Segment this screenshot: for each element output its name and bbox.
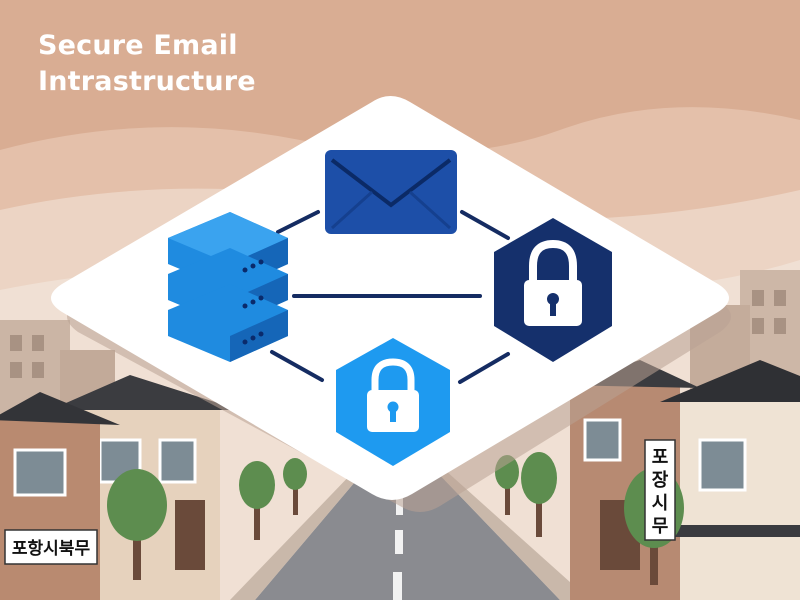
- title-line-1: Secure Email: [38, 30, 238, 61]
- sidewalk-left: [230, 470, 365, 600]
- title-line-2: Intrastructure: [38, 66, 256, 97]
- sign-left-text: 포항시북무: [12, 538, 91, 559]
- sidewalk-right: [435, 470, 590, 600]
- right-house-front: [660, 360, 800, 600]
- sign-left: 포항시북무: [4, 529, 98, 565]
- page-title: Secure Email Intrastructure: [38, 28, 358, 100]
- sign-right: 포 장 시 무: [644, 439, 676, 541]
- server-stack-icon: [168, 212, 288, 362]
- sign-right-char: 시: [652, 493, 669, 514]
- sign-right-char: 장: [652, 470, 669, 491]
- sign-right-char: 무: [652, 516, 669, 537]
- padlock-icon: [494, 218, 612, 362]
- sign-right-char: 포: [652, 447, 669, 468]
- envelope-icon: [325, 150, 457, 234]
- padlock-icon: [336, 338, 450, 466]
- road: [255, 470, 560, 600]
- left-house-front: [0, 392, 120, 600]
- connector-lines: [270, 210, 510, 384]
